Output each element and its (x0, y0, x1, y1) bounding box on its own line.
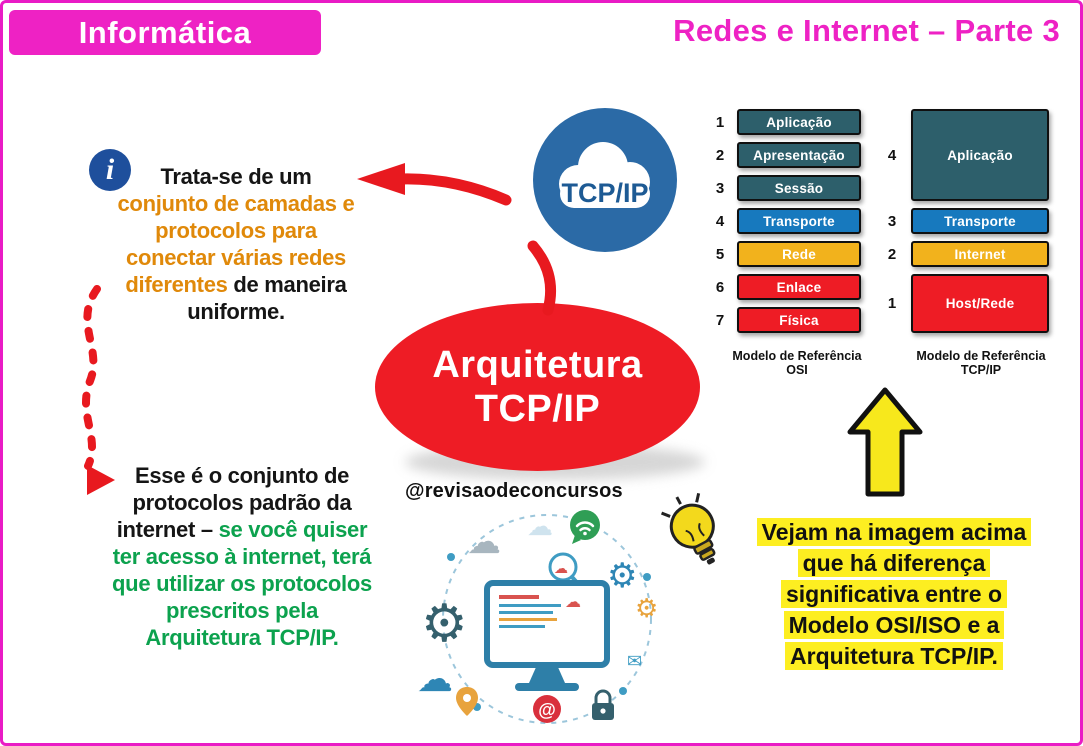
callout-line: Arquitetura TCP/IP. (785, 642, 1003, 670)
cloud-icon: ☁ (417, 658, 453, 699)
lightbulb-icon (661, 493, 716, 565)
layer-box: Rede (737, 241, 861, 267)
layer-box: Internet (911, 241, 1049, 267)
svg-text:☁: ☁ (565, 594, 581, 611)
text-segment: conjunto de camadas e (117, 191, 355, 216)
lock-icon (592, 689, 614, 720)
layer-number: 4 (715, 212, 725, 230)
at-icon: @ (533, 695, 561, 723)
location-pin-icon (456, 687, 478, 716)
network-illustration: ⚙ ⚙ ⚙ ☁ ☁ ☁ ☁ ☁ (417, 510, 658, 724)
envelope-icon: ✉ (627, 651, 642, 671)
text-segment: Esse é o conjunto de (134, 463, 350, 488)
tcpip-model-caption: Modelo de Referência TCP/IP (916, 349, 1046, 377)
cloud-icon (559, 142, 650, 208)
text-segment: ter acesso à internet, terá (112, 544, 372, 569)
bubble-title-line2: TCP/IP (474, 388, 601, 430)
text-segment: de maneira (233, 272, 347, 297)
gear-icon: ⚙ (635, 593, 658, 623)
svg-text:@: @ (538, 700, 556, 720)
layer-box: Aplicação (911, 109, 1049, 201)
text-segment: diferentes (125, 272, 234, 297)
cloud-icon: ☁ (527, 511, 553, 541)
cloud-icon: ☁ (467, 523, 501, 561)
callout: Vejam na imagem acima que há diferença sig… (740, 517, 1048, 672)
center-bubble: Arquitetura TCP/IP (375, 303, 700, 471)
layer-number: 3 (887, 212, 897, 230)
text-segment: protocolos padrão da (132, 490, 352, 515)
subject-title: Informática (78, 14, 252, 50)
info-icon: i (89, 149, 131, 191)
up-arrow-icon (847, 387, 923, 497)
text-segment: uniforme. (187, 299, 285, 324)
gear-icon: ⚙ (421, 595, 468, 653)
layer-box: Apresentação (737, 142, 861, 168)
dashed-circle (442, 514, 652, 724)
osi-model-caption: Modelo de Referência OSI (732, 349, 862, 377)
text-segment: conectar várias redes (126, 245, 346, 270)
header-subject-badge: Informática (9, 10, 321, 55)
monitor-icon: ☁ (484, 580, 610, 691)
logo-text: TCP/IP (561, 178, 648, 208)
svg-text:☁: ☁ (554, 560, 568, 576)
text-segment: prescritos pela (165, 598, 318, 623)
curved-arrow (395, 173, 512, 206)
layer-number: 6 (715, 278, 725, 296)
callout-line: Vejam na imagem acima (756, 518, 1032, 546)
tcpip-logo: TCP/IP (531, 106, 679, 254)
tcpip-logo-svg: TCP/IP (533, 108, 677, 252)
layer-box: Aplicação (737, 109, 861, 135)
layer-box: Sessão (737, 175, 861, 201)
layer-box: Física (737, 307, 861, 333)
text-segment: Trata-se de um (160, 164, 312, 189)
callout-line: significativa entre o (780, 580, 1007, 608)
callout-line: Modelo OSI/ISO e a (783, 611, 1005, 639)
text-segment: protocolos para (155, 218, 317, 243)
callout-line: que há diferença (797, 549, 991, 577)
osi-model: Modelo de Referência OSI 1 Aplicação 2 Apre… (711, 109, 863, 384)
layer-number: 3 (715, 179, 725, 197)
layer-box: Enlace (737, 274, 861, 300)
layer-number: 7 (715, 311, 725, 329)
layer-number: 4 (887, 146, 897, 164)
layer-number: 1 (887, 295, 897, 312)
gear-icon: ⚙ (607, 557, 637, 595)
topic-title: Redes e Internet – Parte 3 (673, 13, 1060, 48)
bubble-title-line1: Arquitetura (432, 344, 643, 386)
layer-number: 5 (715, 245, 725, 263)
layer-number: 2 (715, 146, 725, 164)
layer-box: Transporte (911, 208, 1049, 234)
connector-stroke (527, 240, 557, 316)
layer-number: 1 (715, 113, 725, 131)
wifi-icon (570, 510, 600, 544)
layer-number: 2 (887, 245, 897, 263)
text-segment: Arquitetura TCP/IP. (145, 625, 339, 650)
text-segment: se você quiser (218, 517, 368, 542)
text-segment: internet – (116, 517, 219, 542)
handle-text: @revisaodeconcursos (405, 480, 623, 502)
text-segment: que utilizar os protocolos (112, 571, 372, 596)
layer-box: Host/Rede (911, 274, 1049, 333)
layer-box: Transporte (737, 208, 861, 234)
